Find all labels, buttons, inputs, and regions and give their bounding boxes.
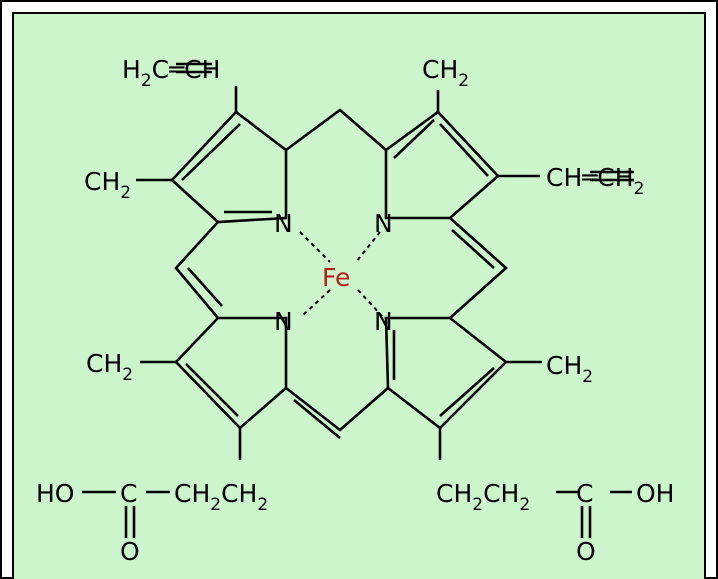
carbonyl-oxygen-left: O (120, 537, 140, 566)
hydroxyl-label-right: OH (636, 479, 674, 508)
propionic-chain-left: CH2CH2 (174, 479, 268, 515)
vinyl-group-right: CH═CH2 (546, 163, 644, 199)
bond-double (181, 123, 241, 181)
label-part: CH (483, 479, 519, 508)
nitrogen-label: N (374, 307, 393, 336)
carbonyl-oxygen-right: O (576, 537, 596, 566)
bond (174, 316, 288, 430)
methyl-group-top-right: CH2 (422, 55, 469, 91)
subscript: 2 (582, 367, 593, 387)
label-part: CH (84, 167, 120, 196)
atom-labels: Fe N N N N H2C═CH CH2 CH2 CH═CH2 CH2 CH2 (36, 55, 674, 566)
bond-double (293, 398, 341, 440)
subscript: 2 (472, 495, 483, 515)
label-part: H (122, 55, 141, 84)
nitrogen-label: N (274, 209, 293, 238)
propionic-chain-right: CH2CH2 (436, 479, 530, 515)
bond-double (185, 363, 239, 417)
methyl-group-lower-left: CH2 (86, 349, 133, 385)
bond (384, 316, 508, 430)
meso-bridge-top (285, 108, 387, 152)
fe-n-coordination (301, 289, 331, 317)
bond-double (439, 123, 489, 177)
hydroxyl-label-left: HO (36, 479, 74, 508)
subscript: 2 (519, 495, 530, 515)
nitrogen-label: N (274, 307, 293, 336)
label-part: CH (174, 479, 210, 508)
label-part: CH (221, 479, 257, 508)
subscript: 2 (210, 495, 221, 515)
subscript: 2 (257, 495, 268, 515)
carbonyl-carbon-right: C (576, 479, 593, 508)
bond (170, 110, 288, 224)
carbonyl-carbon-left: C (120, 479, 137, 508)
label-part: CH (422, 55, 458, 84)
subscript: 2 (634, 179, 645, 199)
subscript: 2 (458, 71, 469, 91)
nitrogen-label: N (374, 209, 393, 238)
bond-double (187, 267, 223, 307)
fe-n-coordination (299, 231, 331, 263)
bond (384, 110, 500, 220)
meso-bridge-bottom (285, 386, 389, 432)
label-part: CH (436, 479, 472, 508)
subscript: 2 (141, 71, 152, 91)
label-part: CH (86, 349, 122, 378)
subscript: 2 (120, 183, 131, 203)
subscript: 2 (122, 365, 133, 385)
diagram-panel (12, 12, 706, 579)
label-part: CH (546, 351, 582, 380)
bond-double (439, 367, 495, 417)
meso-bridge-right (449, 217, 508, 319)
label-part: CH═CH (546, 163, 634, 192)
fe-n-coordination (357, 289, 383, 317)
bond-double (393, 119, 435, 159)
bond-double (451, 229, 495, 269)
vinyl-group-left: H2C═CH (122, 55, 220, 91)
meso-bridge-left (174, 221, 219, 319)
label-part: C═CH (152, 55, 221, 84)
fe-atom-label: Fe (322, 263, 350, 292)
fe-n-coordination (355, 231, 381, 263)
bonds (82, 62, 634, 538)
methyl-group-lower-right: CH2 (546, 351, 593, 387)
methyl-group-upper-left: CH2 (84, 167, 131, 203)
